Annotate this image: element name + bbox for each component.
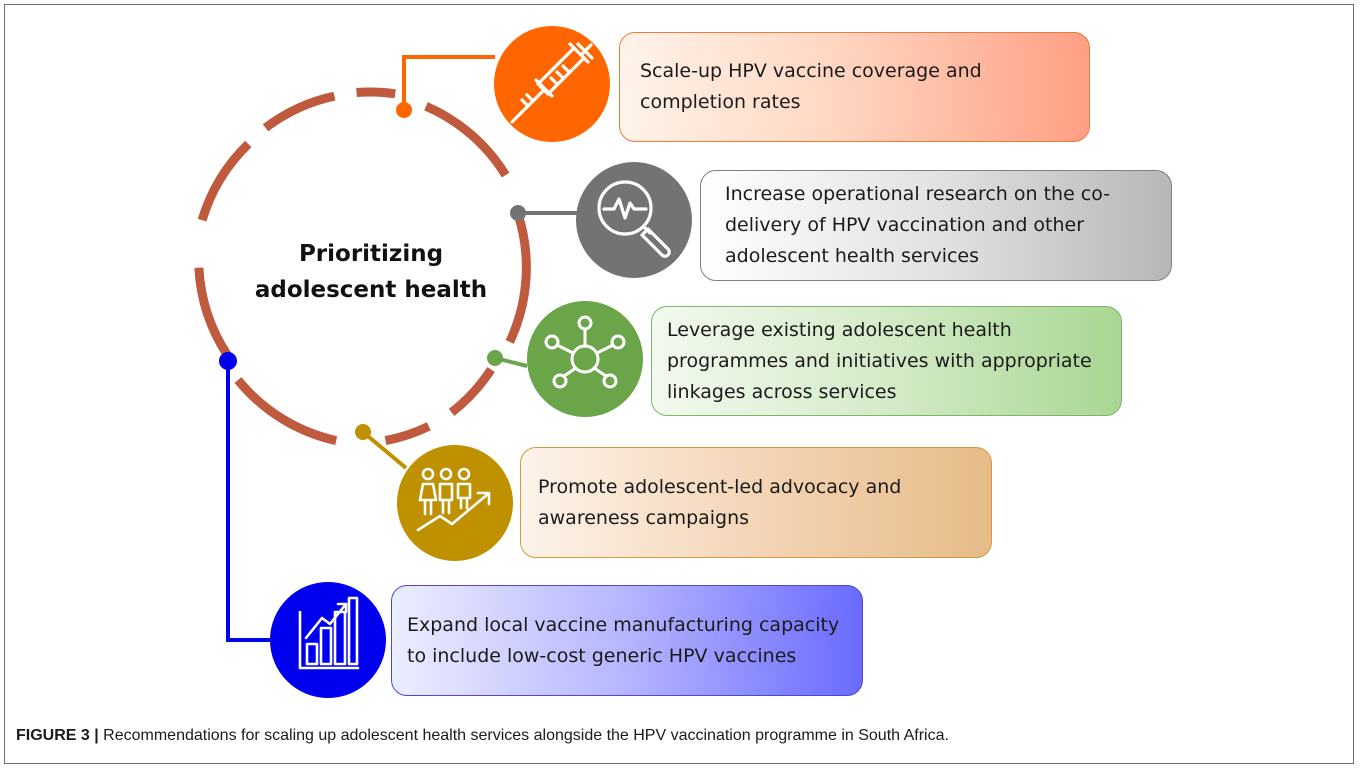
connector-4 [355,424,408,470]
figure-caption: FIGURE 3 | Recommendations for scaling u… [16,727,949,745]
recommendation-box-3: Leverage existing adolescent health prog… [651,306,1122,416]
recommendation-box-2: Increase operational research on the co-… [700,170,1172,281]
people-growth-icon [397,445,513,561]
center-title-line-2: adolescent health [254,277,488,303]
connector-3 [487,350,528,368]
connector-1 [396,55,495,118]
recommendation-5-line-2: to include low-cost generic HPV vaccines [407,644,797,667]
recommendation-4-line-1: Promote adolescent-led advocacy and [538,475,902,498]
recommendation-1-line-1: Scale-up HPV vaccine coverage and [640,60,982,82]
figure-caption-text: Recommendations for scaling up adolescen… [98,727,949,744]
center-title: Prioritizing adolescent health [246,236,496,308]
recommendation-2-line-3: adolescent health services [725,245,980,267]
figure-caption-label: FIGURE 3 | [16,727,99,744]
connector-2 [510,205,580,221]
center-title-line-1: Prioritizing [298,241,444,267]
connector-5 [219,352,275,642]
figure-frame [4,4,1354,764]
recommendation-3-line-3: linkages across services [667,380,897,403]
recommendation-5-line-1: Expand local vaccine manufacturing capac… [407,613,840,636]
recommendation-2-line-2: delivery of HPV vaccination and other [725,214,1085,236]
recommendation-3-line-2: programmes and initiatives with appropri… [667,349,1092,372]
syringe-icon [494,26,610,142]
recommendation-4-line-2: awareness campaigns [538,506,750,529]
recommendation-3-line-1: Leverage existing adolescent health [667,318,1012,341]
recommendation-box-5: Expand local vaccine manufacturing capac… [391,585,863,696]
central-ring [194,87,531,446]
network-icon [527,301,643,417]
recommendation-1-line-2: completion rates [640,91,801,113]
recommendation-box-1: Scale-up HPV vaccine coverage and comple… [619,32,1090,142]
recommendation-2-line-1: Increase operational research on the co- [725,183,1111,205]
magnifier-heartbeat-icon [576,162,692,278]
bar-chart-growth-icon [270,582,386,698]
recommendation-box-4: Promote adolescent-led advocacy and awar… [520,447,992,558]
